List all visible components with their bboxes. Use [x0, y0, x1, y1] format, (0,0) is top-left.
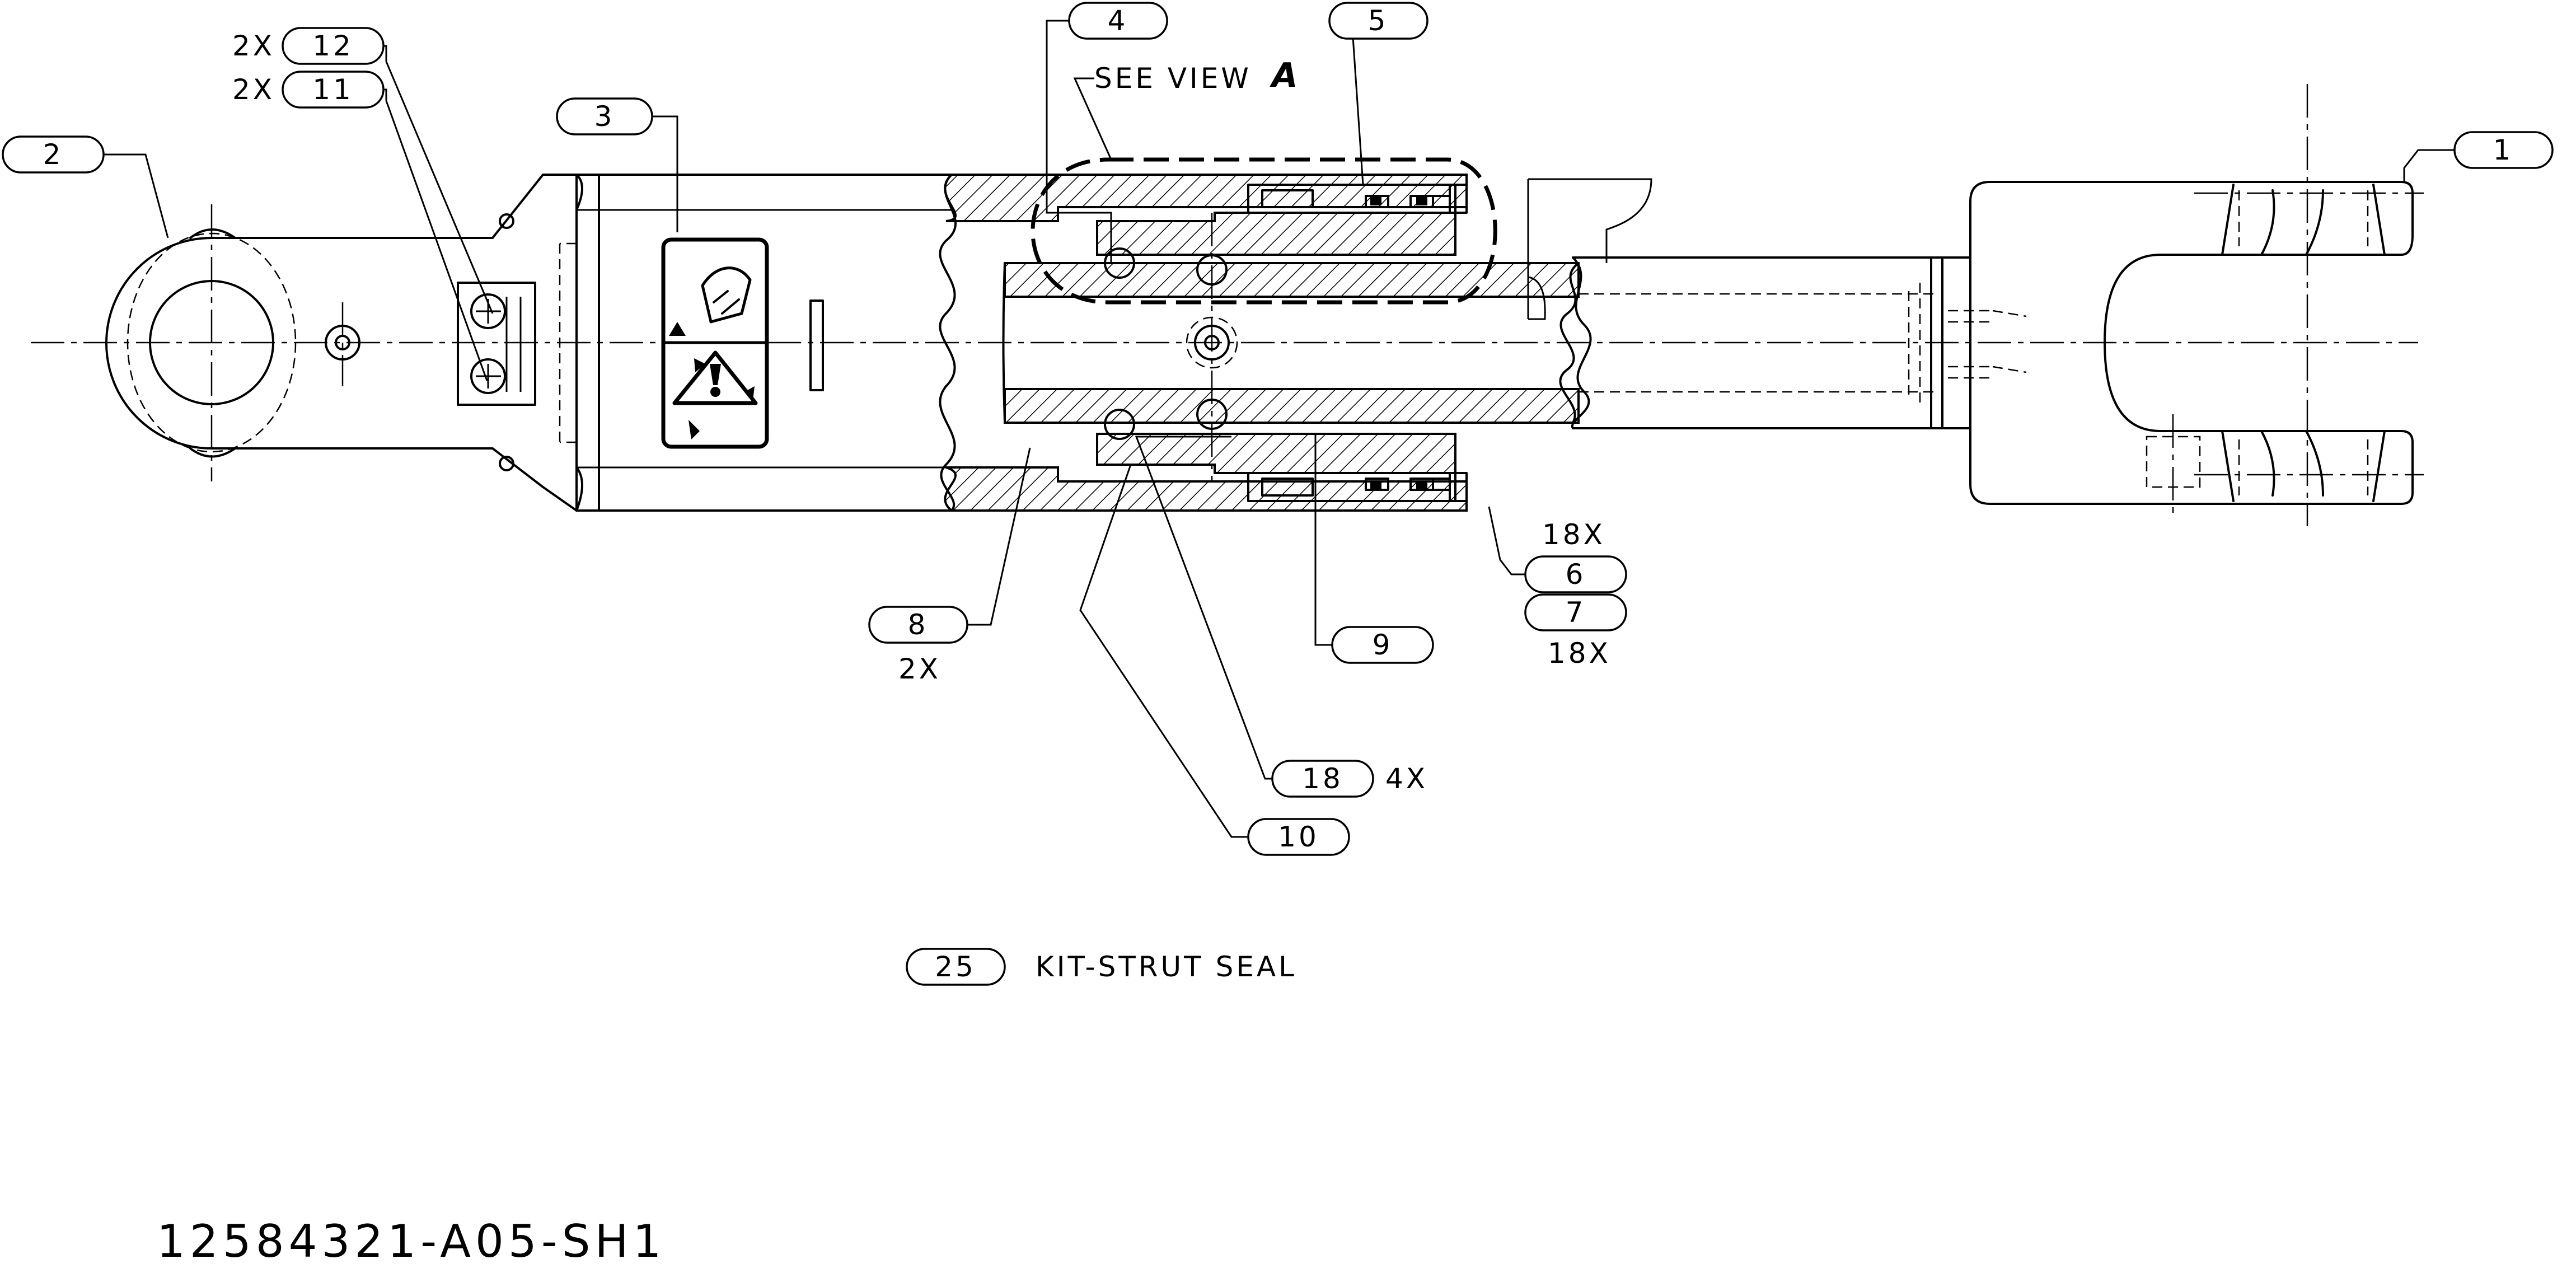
balloon-2: 2: [2, 135, 105, 174]
svg-text:7: 7: [1566, 596, 1586, 629]
balloon-18: 18: [1271, 760, 1374, 798]
svg-text:10: 10: [1278, 821, 1319, 853]
view-letter: A: [1270, 56, 1300, 95]
ball-top-2: [1196, 254, 1228, 286]
see-view-note: SEE VIEW: [1094, 62, 1252, 95]
qty-12: 2X: [232, 30, 275, 62]
qty-6: 18X: [1542, 518, 1605, 551]
balloon-25: 25: [906, 948, 1006, 986]
svg-text:9: 9: [1373, 629, 1393, 661]
qty-8: 2X: [898, 653, 941, 685]
rod-shaft: [1527, 178, 2027, 429]
balloon-8: 8: [868, 606, 968, 644]
clevis-part-1: [1969, 181, 2414, 515]
svg-text:12: 12: [312, 30, 354, 62]
cylinder-barrel: [575, 174, 957, 512]
ball-top: [1104, 247, 1135, 279]
piston-rod: [1002, 213, 1943, 481]
svg-text:3: 3: [594, 100, 615, 133]
balloon-5: 5: [1328, 2, 1428, 40]
label-slot: [809, 299, 824, 391]
rod-eye-part-2: [105, 174, 578, 512]
view-a-boundary: [1031, 157, 1497, 305]
svg-text:5: 5: [1368, 4, 1389, 37]
leader-lines: [104, 20, 2455, 838]
balloon-9: 9: [1331, 626, 1434, 664]
grease-fittings-part-11-12: [457, 282, 536, 406]
balloon-4: 4: [1068, 2, 1168, 40]
svg-text:25: 25: [935, 951, 976, 983]
drawing-number: 12584321-A05-SH1: [157, 1215, 666, 1267]
svg-text:2: 2: [43, 138, 64, 171]
kit-label: KIT-STRUT SEAL: [1036, 951, 1297, 983]
cylinder-head-section: [944, 174, 1468, 512]
qty-7: 18X: [1548, 637, 1611, 670]
balloon-10: 10: [1247, 818, 1350, 856]
svg-text:8: 8: [908, 609, 929, 641]
balloon-7: 7: [1524, 593, 1627, 631]
warning-decal-part-3: [661, 237, 769, 449]
svg-text:11: 11: [312, 73, 354, 106]
ball-bottom: [1104, 409, 1135, 440]
balloon-6: 6: [1524, 555, 1627, 593]
balloon-3: 3: [556, 97, 653, 135]
balloon-1: 1: [2453, 131, 2554, 169]
balloon-12: 12: [282, 27, 385, 65]
svg-text:6: 6: [1566, 558, 1586, 591]
svg-text:1: 1: [2493, 134, 2514, 166]
ball-bottom-2: [1196, 399, 1228, 430]
svg-text:18: 18: [1302, 762, 1343, 795]
svg-text:4: 4: [1108, 4, 1128, 37]
qty-11: 2X: [232, 73, 275, 106]
qty-18: 4X: [1385, 762, 1428, 795]
balloon-11: 11: [282, 71, 385, 109]
